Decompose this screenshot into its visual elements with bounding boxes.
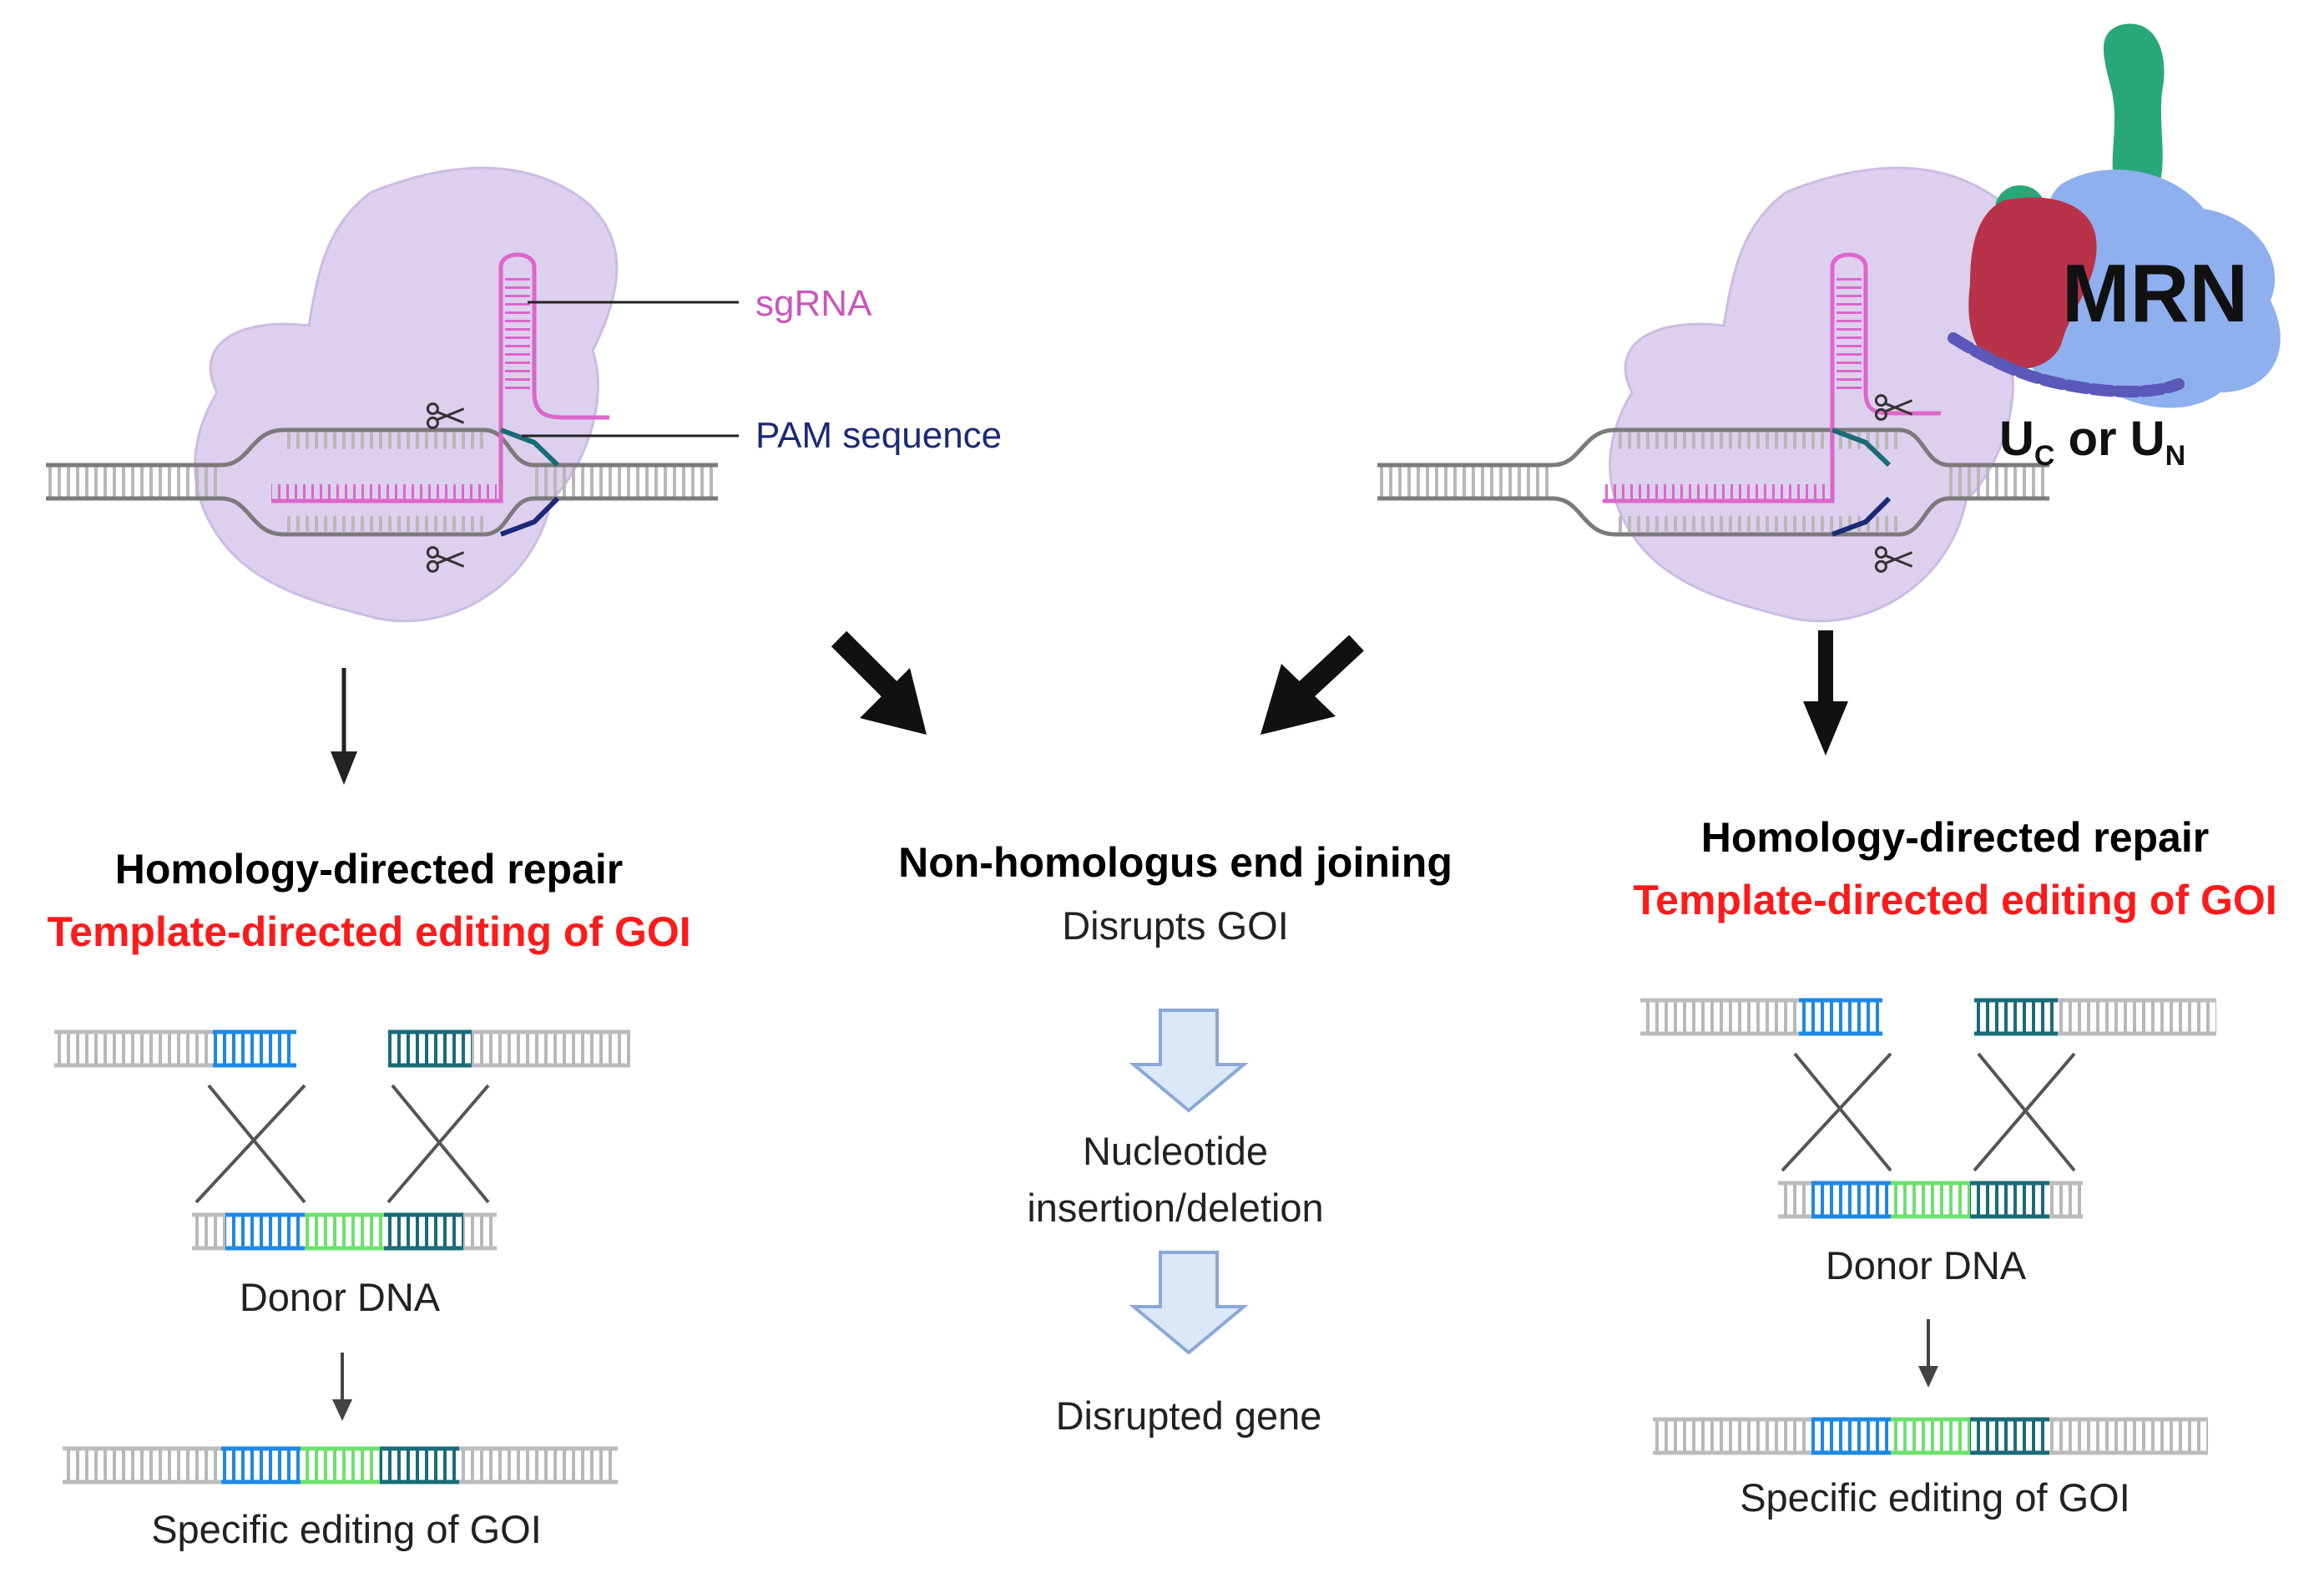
result-label-left: Specific editing of GOI (151, 1507, 542, 1551)
hdr-left-panel: Homology-directed repair Template-direct… (47, 846, 690, 1551)
edited-dna-left (63, 1446, 618, 1484)
donor-dna-label: Donor DNA (240, 1275, 441, 1319)
hdr-left-title: Homology-directed repair (115, 846, 623, 893)
pam-sequence (499, 427, 560, 468)
nhej-step2: Disrupted gene (1056, 1393, 1322, 1438)
pam-label: PAM sequence (755, 415, 1002, 456)
donor-dna-left (192, 1212, 497, 1251)
dna-homology-arm-left (1640, 998, 1882, 1036)
arrow-down-small (1918, 1366, 1938, 1388)
hollow-arrow-1 (1129, 1009, 1249, 1113)
nhej-step1-line2: insertion/deletion (1027, 1186, 1323, 1230)
ubiquitin-chain (1948, 332, 2185, 397)
pam-sequence (1831, 427, 1892, 468)
donor-dna-right (1778, 1181, 2083, 1219)
cas9-protein-body (194, 166, 619, 623)
cas9-complex-left: sgRNA PAM sequence (46, 166, 1002, 623)
hdr-right-subtitle: Template-directed editing of GOI (1633, 877, 2276, 923)
arrow-down-small (332, 1399, 352, 1421)
mrn-green-subunit (2104, 23, 2165, 210)
nhej-subtitle: Disrupts GOI (1062, 903, 1289, 948)
sgrna-strand (271, 252, 609, 503)
arrow-diagonal-left (860, 668, 927, 735)
uc-or-un-label: UC or UN (1999, 412, 2185, 472)
dna-homology-arm-left (54, 1029, 296, 1068)
hdr-right-panel: Homology-directed repair Template-direct… (1633, 814, 2276, 1520)
flow-arrows (331, 630, 1848, 785)
nhej-title: Non-homologus end joining (898, 839, 1452, 886)
mrn-label: MRN (2062, 247, 2248, 339)
hdr-right-title: Homology-directed repair (1701, 814, 2209, 861)
dna-homology-arm-right (1974, 998, 2216, 1036)
mrn-complex: MRN UC or UN (1948, 23, 2281, 472)
nhej-panel: Non-homologus end joining Disrupts GOI N… (898, 839, 1452, 1438)
arrow-down-left (331, 751, 357, 785)
cas9-complex-right: MRN UC or UN (1377, 23, 2281, 623)
mrn-red-subunit (1968, 197, 2097, 369)
arrow-diagonal-right (1261, 664, 1336, 735)
cas9-protein-body (1609, 166, 2034, 623)
edited-dna-right (1653, 1417, 2208, 1455)
sgrna-label: sgRNA (755, 283, 872, 324)
donor-dna-label: Donor DNA (1826, 1243, 2027, 1287)
dna-homology-arm-right (388, 1029, 630, 1068)
hdr-left-subtitle: Template-directed editing of GOI (47, 908, 690, 955)
arrow-down-right (1803, 701, 1848, 756)
result-label-right: Specific editing of GOI (1740, 1475, 2130, 1520)
hollow-arrow-2 (1129, 1251, 1249, 1355)
nhej-step1-line1: Nucleotide (1083, 1129, 1268, 1173)
